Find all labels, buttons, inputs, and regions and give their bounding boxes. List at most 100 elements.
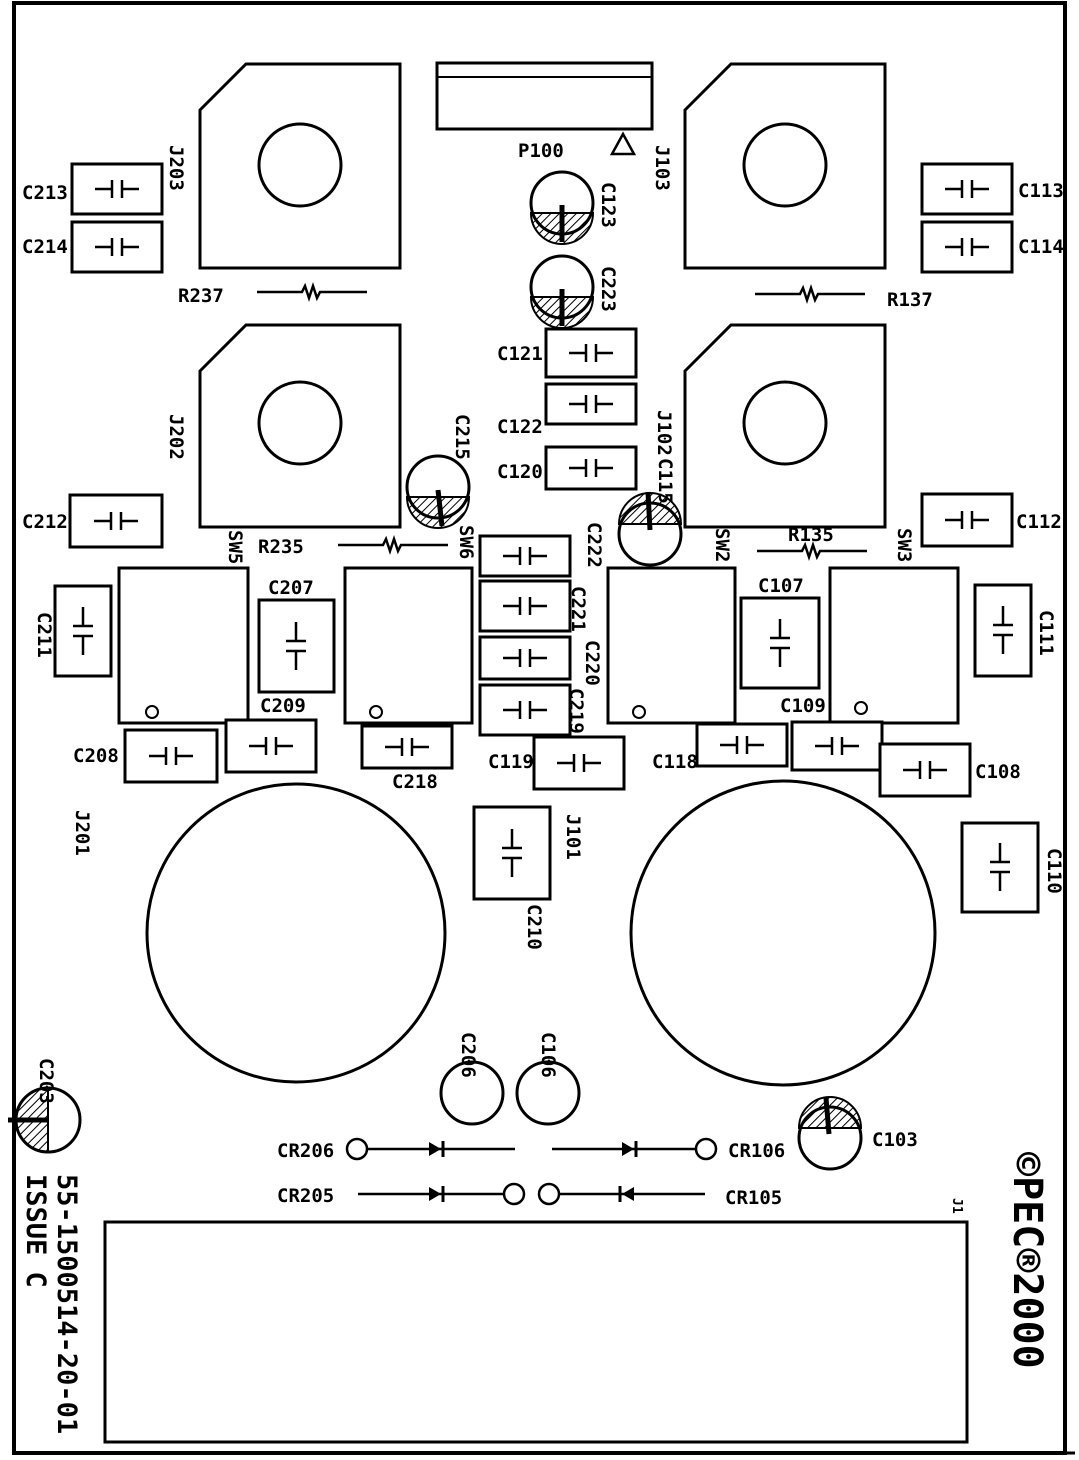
c215-label: C215 xyxy=(451,414,473,460)
c213-label: C213 xyxy=(22,182,68,204)
sw6-label: SW6 xyxy=(455,525,477,559)
cap-c210: C210 xyxy=(472,805,552,950)
c118-label: C118 xyxy=(652,751,698,773)
cap-c209 xyxy=(224,718,318,774)
c103-label: C103 xyxy=(872,1129,918,1151)
cap-c119: C119 xyxy=(488,735,626,791)
connector-j1: J1 xyxy=(103,1198,969,1444)
c111-label: C111 xyxy=(1035,610,1057,656)
cap-c206: C206 xyxy=(439,1032,505,1126)
cap-c120: C120 xyxy=(497,445,638,491)
c108-label: C108 xyxy=(975,761,1021,783)
c210-label: C210 xyxy=(523,904,545,950)
c113-label: C113 xyxy=(1018,180,1064,202)
c119-label: C119 xyxy=(488,751,534,773)
cap-c103: C103 xyxy=(797,1096,918,1171)
c115-label: C115 xyxy=(654,458,676,504)
resistor-r235: R235 xyxy=(258,536,450,558)
cap-c109 xyxy=(790,720,884,772)
diode-cr205: CR205 xyxy=(277,1182,526,1207)
cap-c110: C110 xyxy=(960,821,1065,914)
c203-label: C203 xyxy=(35,1058,57,1104)
diode-cr106: CR106 xyxy=(552,1137,785,1162)
cap-c115: C115 xyxy=(617,458,683,567)
jack-j202: J202 xyxy=(165,323,402,529)
cap-c212: C212 xyxy=(22,493,164,549)
switch-sw6: SW6 xyxy=(343,525,477,725)
cr205-label: CR205 xyxy=(277,1185,334,1207)
r237-label: R237 xyxy=(178,285,224,307)
switch-sw5: SW5 xyxy=(117,530,250,725)
c214-label: C214 xyxy=(22,236,68,258)
c211-label: C211 xyxy=(33,612,55,658)
c220-label: C220 xyxy=(581,640,603,686)
cap-c207: C207 xyxy=(257,577,336,694)
cr206-label: CR206 xyxy=(277,1140,334,1162)
c114-label: C114 xyxy=(1018,236,1064,258)
cap-c122: C122 xyxy=(497,382,638,438)
sw2-label: SW2 xyxy=(711,528,733,562)
j203-label: J203 xyxy=(165,145,187,191)
cap-c112: C112 xyxy=(920,492,1062,548)
c112-label: C112 xyxy=(1016,511,1062,533)
cap-c208: C208 xyxy=(73,728,219,784)
c212-label: C212 xyxy=(22,511,68,533)
c221-label: C221 xyxy=(567,586,589,632)
c122-label: C122 xyxy=(497,416,543,438)
cap-c111: C111 xyxy=(973,583,1057,678)
switch-sw3: SW3 xyxy=(828,528,960,725)
cr105-label: CR105 xyxy=(725,1187,782,1209)
cap-c123: C123 xyxy=(529,170,619,245)
cap-c108: C108 xyxy=(878,742,1021,798)
cap-c222: C222 xyxy=(478,522,605,578)
j1-label: J1 xyxy=(949,1198,964,1214)
r135-label: R135 xyxy=(788,524,834,546)
c106-label: C106 xyxy=(537,1032,559,1078)
resistor-r237: R237 xyxy=(178,284,369,307)
jack-j102: J102 xyxy=(653,323,887,529)
c123-label: C123 xyxy=(597,182,619,228)
j101-label: J101 xyxy=(562,814,584,860)
diode-cr105: CR105 xyxy=(537,1182,782,1209)
cap-c221: C221 xyxy=(478,579,589,633)
c109-label: C109 xyxy=(780,695,826,717)
r137-label: R137 xyxy=(887,289,933,311)
jack-j201: J201 xyxy=(71,782,447,1084)
switch-sw2: SW2 xyxy=(606,528,737,725)
c222-label: C222 xyxy=(583,522,605,568)
sw5-label: SW5 xyxy=(224,530,246,564)
jack-j203: J203 xyxy=(165,62,402,270)
cap-c107: C107 xyxy=(739,575,821,690)
c218-label: C218 xyxy=(392,771,438,793)
jack-j103: J103 xyxy=(651,62,887,270)
resistor-r135: R135 xyxy=(755,524,869,559)
c110-label: C110 xyxy=(1043,848,1065,894)
c208-label: C208 xyxy=(73,745,119,767)
cap-c215: C215 xyxy=(405,414,473,529)
cap-c218: C218 xyxy=(360,724,454,793)
part-number: 55-1500514-20-01 xyxy=(51,1174,82,1434)
cap-c121: C121 xyxy=(497,327,638,379)
cap-c220: C220 xyxy=(478,635,603,686)
cap-c223: C223 xyxy=(529,254,619,329)
copyright-text: ©PEC®2000 xyxy=(1004,1152,1050,1369)
c206-label: C206 xyxy=(457,1032,479,1078)
j201-label: J201 xyxy=(71,810,93,856)
c209-label: C209 xyxy=(260,695,306,717)
r235-label: R235 xyxy=(258,536,304,558)
cap-c214: C214 xyxy=(22,220,164,274)
c207-label: C207 xyxy=(268,577,314,599)
c223-label: C223 xyxy=(597,266,619,312)
resistor-r137: R137 xyxy=(753,286,933,311)
cap-c106: C106 xyxy=(515,1032,581,1126)
j202-label: J202 xyxy=(165,414,187,460)
cap-c118: C118 xyxy=(652,722,789,773)
c120-label: C120 xyxy=(497,461,543,483)
cr106-label: CR106 xyxy=(728,1140,785,1162)
sw3-label: SW3 xyxy=(893,528,915,562)
cap-c113: C113 xyxy=(920,162,1064,216)
cap-c114: C114 xyxy=(920,220,1064,274)
cap-c213: C213 xyxy=(22,162,164,216)
p100-label: P100 xyxy=(518,140,564,162)
